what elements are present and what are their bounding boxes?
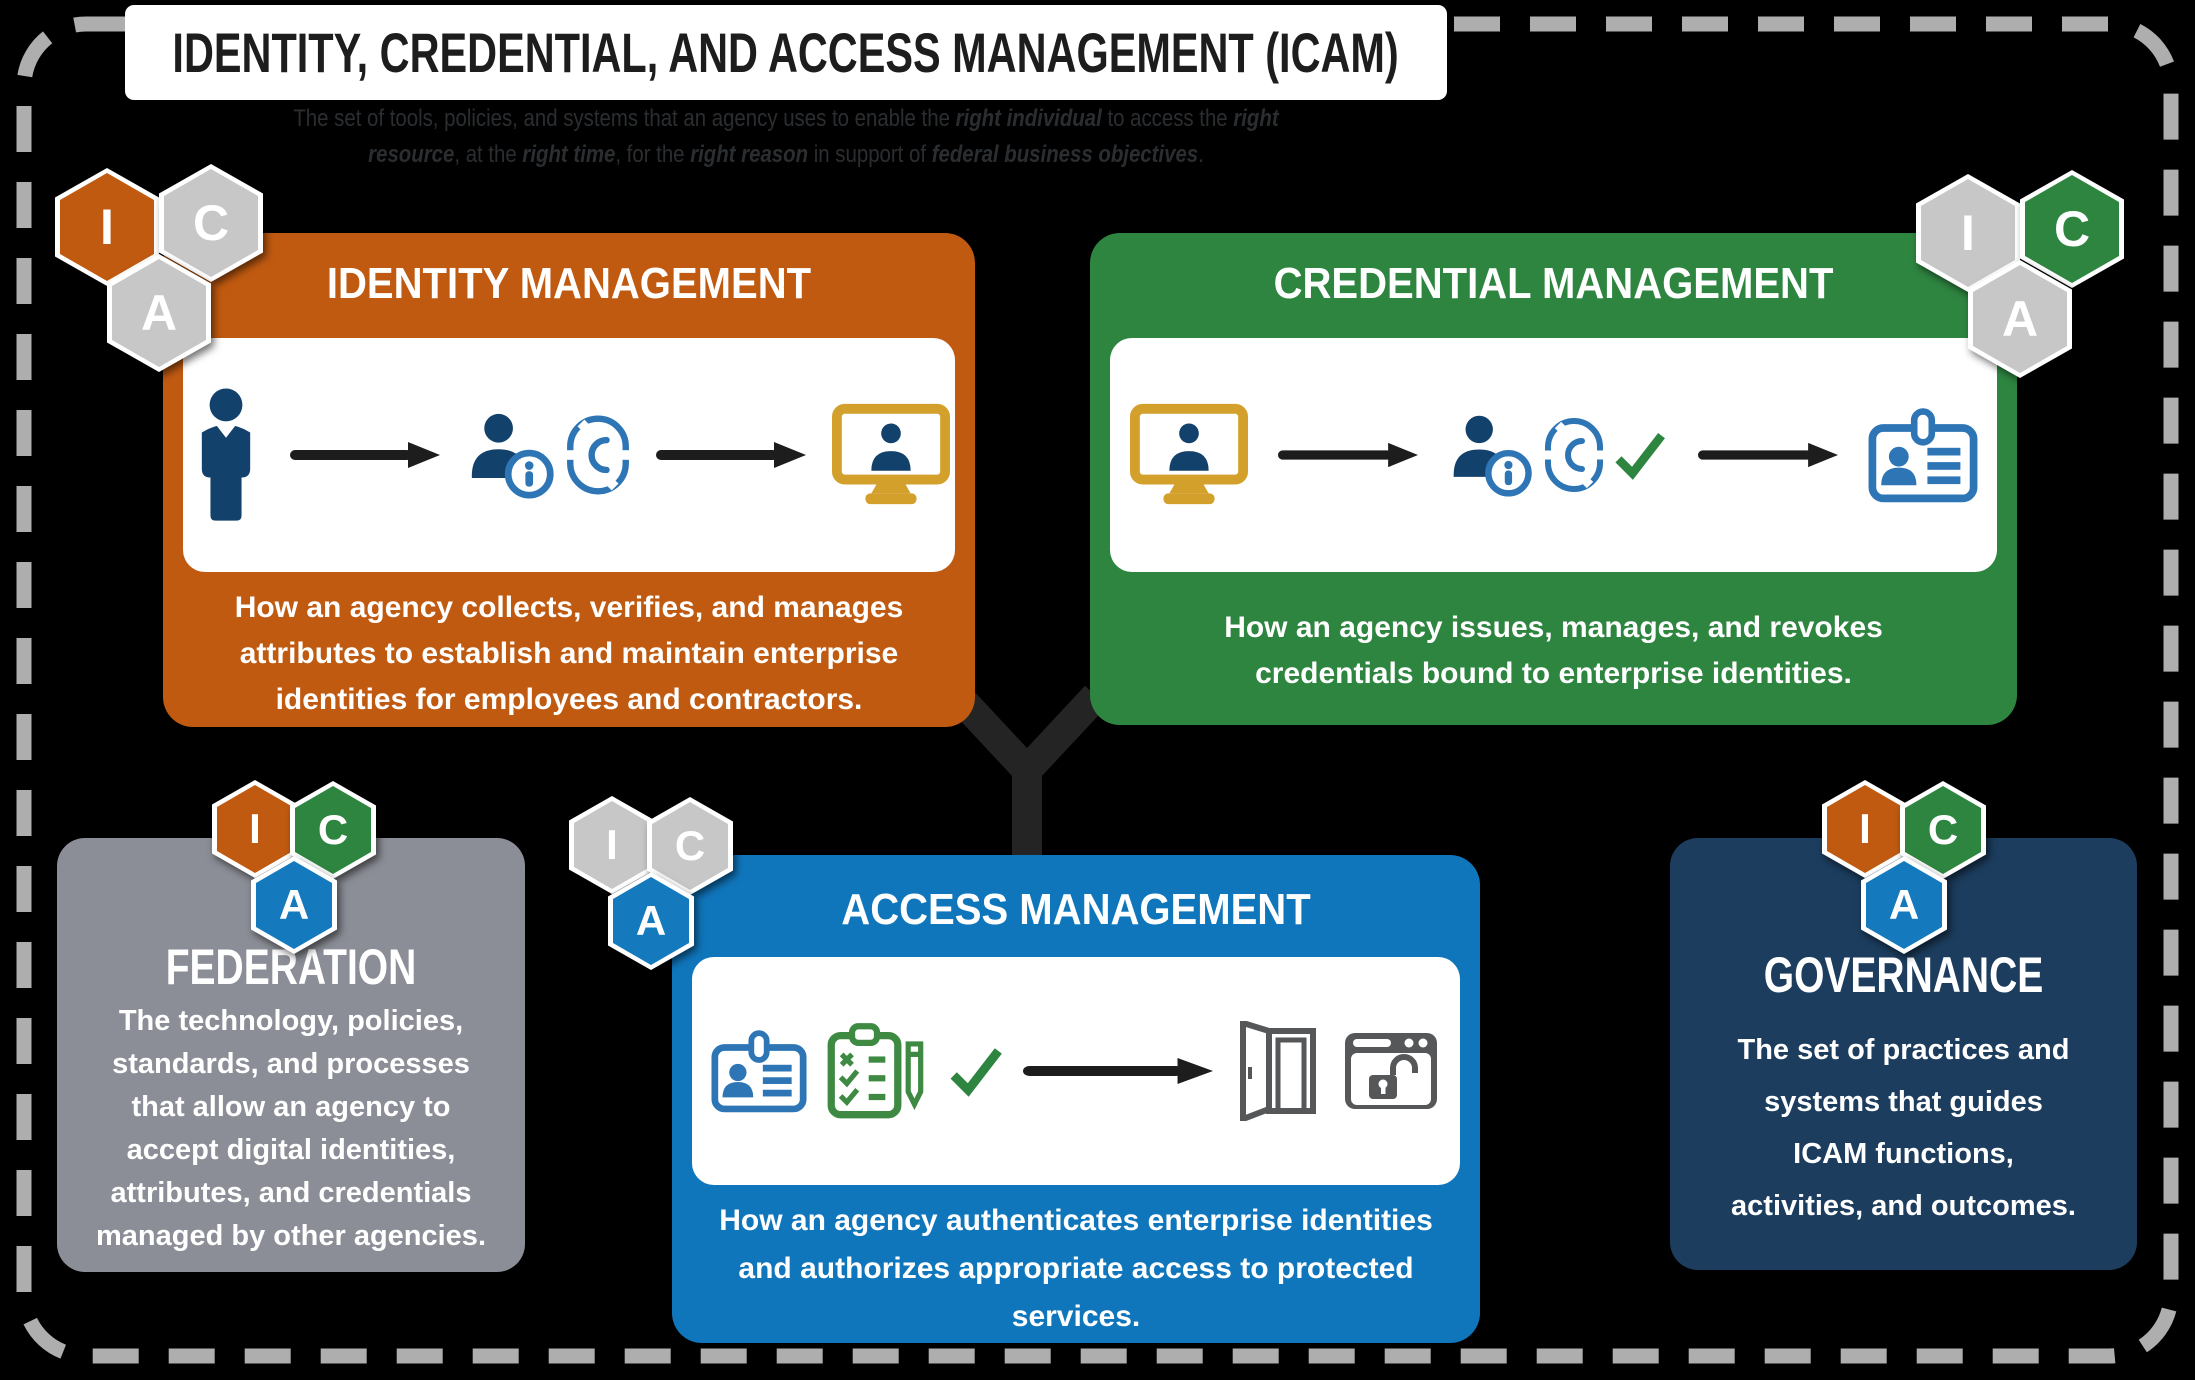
subtitle-segment: right reason [690,141,809,168]
subtitle-segment: right [1233,105,1279,132]
hex-c-icon: C [2020,170,2124,288]
icam-hex-cluster-federation: I C A [212,780,376,954]
hex-letter-a: A [256,861,332,949]
checkmark-icon [950,1048,1002,1097]
hex-a-icon: A [1968,260,2072,378]
icam-hex-cluster-identity: I C A [55,158,263,372]
arrow-icon [1023,1058,1213,1084]
credential-management-description: How an agency issues, manages, and revok… [1224,611,1883,690]
hex-letter-i: I [217,785,293,873]
icam-hex-cluster-governance: I C A [1822,780,1986,954]
hex-c-icon: C [290,781,376,879]
person-info-icon [471,413,554,499]
credential-management-title: CREDENTIAL MANAGEMENT [1273,259,1834,308]
monitor-person-icon [832,403,950,505]
identity-management-description: How an agency collects, verifies, and ma… [234,591,904,716]
clipboard-checklist-icon [827,1023,924,1119]
subtitle-segment: in support of [808,141,932,168]
access-management-description: How an agency authenticates enterprise i… [719,1204,1433,1333]
governance-description: The set of practices and systems that gu… [1731,1034,2076,1222]
access-icon-panel [692,957,1460,1185]
id-badge-icon [711,1029,807,1112]
hex-letter-c: C [295,786,371,874]
subtitle-segment: to access the [1101,105,1234,132]
access-management-title: ACCESS MANAGEMENT [841,885,1311,934]
person-info-icon [1453,415,1532,497]
hex-i-icon: I [1822,780,1908,878]
title-banner: IDENTITY, CREDENTIAL, AND ACCESS MANAGEM… [125,5,1447,100]
federation-description: The technology, policies, standards, and… [95,1005,486,1252]
hex-c-icon: C [647,797,733,895]
subtitle-segment: The set of tools, policies, and systems … [293,105,956,132]
arrow-icon [656,442,806,468]
hex-i-icon: I [569,796,655,894]
hex-letter-c: C [652,802,728,890]
checkmark-icon [1614,432,1665,480]
access-management-box: ACCESS MANAGEMENT [672,855,1480,1343]
arrow-icon [290,442,440,468]
subtitle-segment: right time [522,141,616,168]
fingerprint-icon [1543,418,1604,492]
hex-letter-i: I [574,801,650,889]
credential-icon-panel [1110,338,1997,572]
identity-icon-panel [183,338,955,572]
browser-unlock-icon [1345,1033,1437,1109]
credential-verify-icons [1448,413,1668,497]
identity-proofing-icons [466,411,630,499]
id-badge-icon [1868,407,1977,502]
governance-title: GOVERNANCE [1763,947,2044,1003]
hex-c-icon: C [159,164,263,282]
person-icon [201,388,251,521]
icam-hex-cluster-access: I C A [569,796,733,970]
subtitle: The set of tools, policies, and systems … [125,101,1447,173]
fingerprint-icon [566,415,630,495]
hex-a-icon: A [608,872,694,970]
hex-a-icon: A [251,856,337,954]
hex-c-icon: C [1900,781,1986,879]
monitor-person-icon [1129,403,1248,505]
hex-letter-c: C [164,169,258,277]
identity-management-box: IDENTITY MANAGEMENT [163,233,975,727]
governance-box: GOVERNANCE The set of practices and syst… [1670,838,2137,1270]
subtitle-segment: right individual [955,105,1102,132]
hex-a-icon: A [107,254,211,372]
subtitle-segment: , at the [454,141,523,168]
identity-management-title: IDENTITY MANAGEMENT [326,259,812,308]
open-door-icon [1240,1021,1316,1121]
subtitle-segment: , for the [615,141,691,168]
hex-i-icon: I [212,780,298,878]
arrow-icon [1697,442,1838,468]
page-title: IDENTITY, CREDENTIAL, AND ACCESS MANAGEM… [172,21,1400,84]
hex-letter-a: A [613,877,689,965]
subtitle-line-2: resource, at the right time, for the rig… [224,137,1348,173]
subtitle-segment: resource [368,141,455,168]
subtitle-line-1: The set of tools, policies, and systems … [224,101,1348,137]
icam-hex-cluster-credential: I C A [1916,164,2124,378]
subtitle-segment: . [1198,141,1204,168]
subtitle-segment: federal business objectives [931,141,1199,168]
hex-a-icon: A [1861,856,1947,954]
credential-management-box: CREDENTIAL MANAGEMENT [1090,233,2017,725]
arrow-icon [1277,442,1418,468]
